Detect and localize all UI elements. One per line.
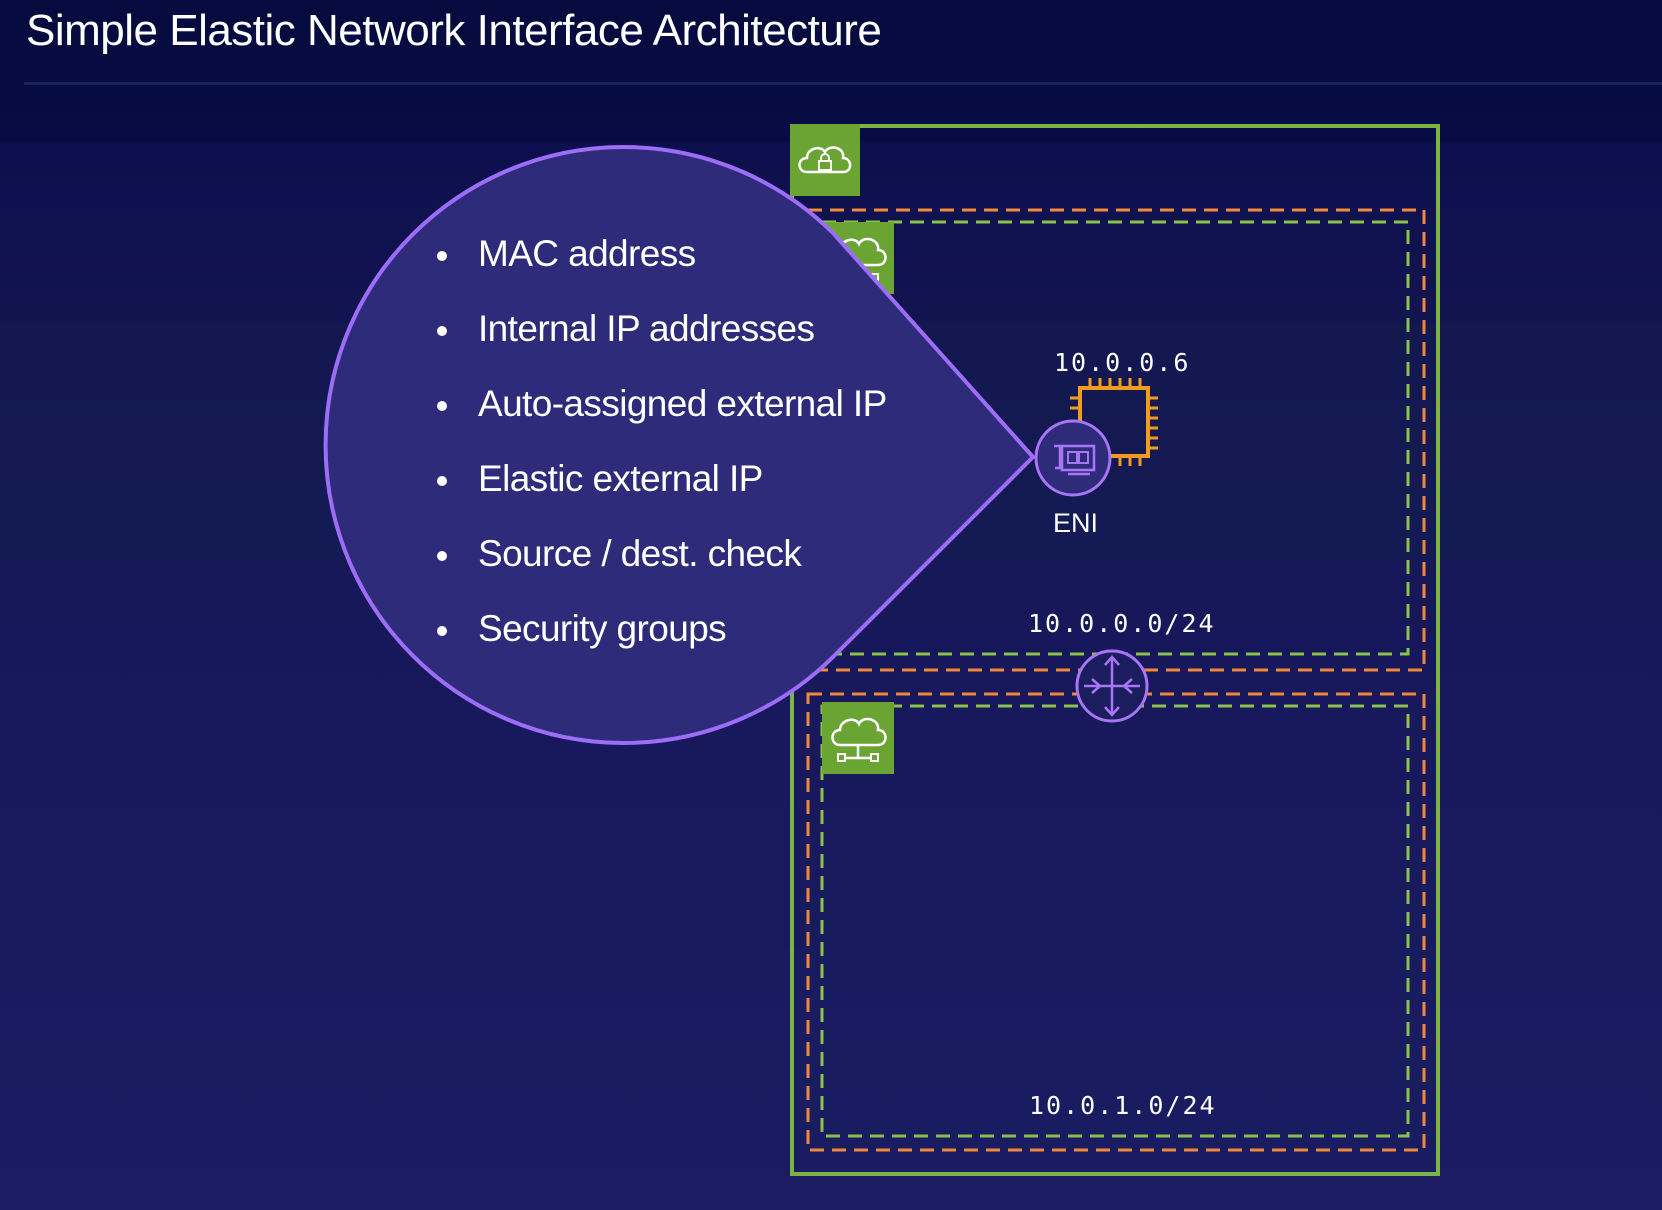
eni-label: ENI — [1053, 508, 1099, 538]
bullet-icon — [437, 401, 447, 411]
bullet-icon — [437, 626, 447, 636]
list-item: Internal IP addresses — [430, 308, 887, 383]
instance-private-ip: 10.0.0.6 — [1054, 348, 1191, 377]
vpc-lock-cloud-icon — [790, 124, 860, 196]
bullet-icon — [437, 326, 447, 336]
eni-property-label: Security groups — [478, 608, 727, 649]
list-item: Security groups — [430, 608, 887, 683]
eni-properties-callout — [323, 145, 1035, 745]
list-item: Auto-assigned external IP — [430, 383, 887, 458]
eni-properties-list: MAC address Internal IP addresses Auto-a… — [430, 233, 887, 683]
eni-property-label: MAC address — [478, 233, 696, 274]
page-title: Simple Elastic Network Interface Archite… — [26, 6, 882, 55]
eni-property-label: Elastic external IP — [478, 458, 763, 499]
bullet-icon — [437, 551, 447, 561]
bullet-icon — [437, 251, 447, 261]
subnet-b-network-icon — [822, 702, 894, 774]
eni-property-label: Auto-assigned external IP — [478, 383, 887, 424]
bullet-icon — [437, 476, 447, 486]
subnet-b-az-boundary — [806, 692, 1426, 1152]
title-divider — [24, 82, 1662, 85]
router-icon — [1075, 649, 1149, 723]
eni-property-label: Source / dest. check — [478, 533, 802, 574]
eni-property-label: Internal IP addresses — [478, 308, 815, 349]
subnet-a-cidr: 10.0.0.0/24 — [1028, 609, 1216, 638]
list-item: Elastic external IP — [430, 458, 887, 533]
subnet-b-boundary — [820, 704, 1410, 1138]
subnet-b-cidr: 10.0.1.0/24 — [1029, 1091, 1217, 1120]
list-item: Source / dest. check — [430, 533, 887, 608]
list-item: MAC address — [430, 233, 887, 308]
eni-network-card-icon — [1034, 419, 1112, 497]
